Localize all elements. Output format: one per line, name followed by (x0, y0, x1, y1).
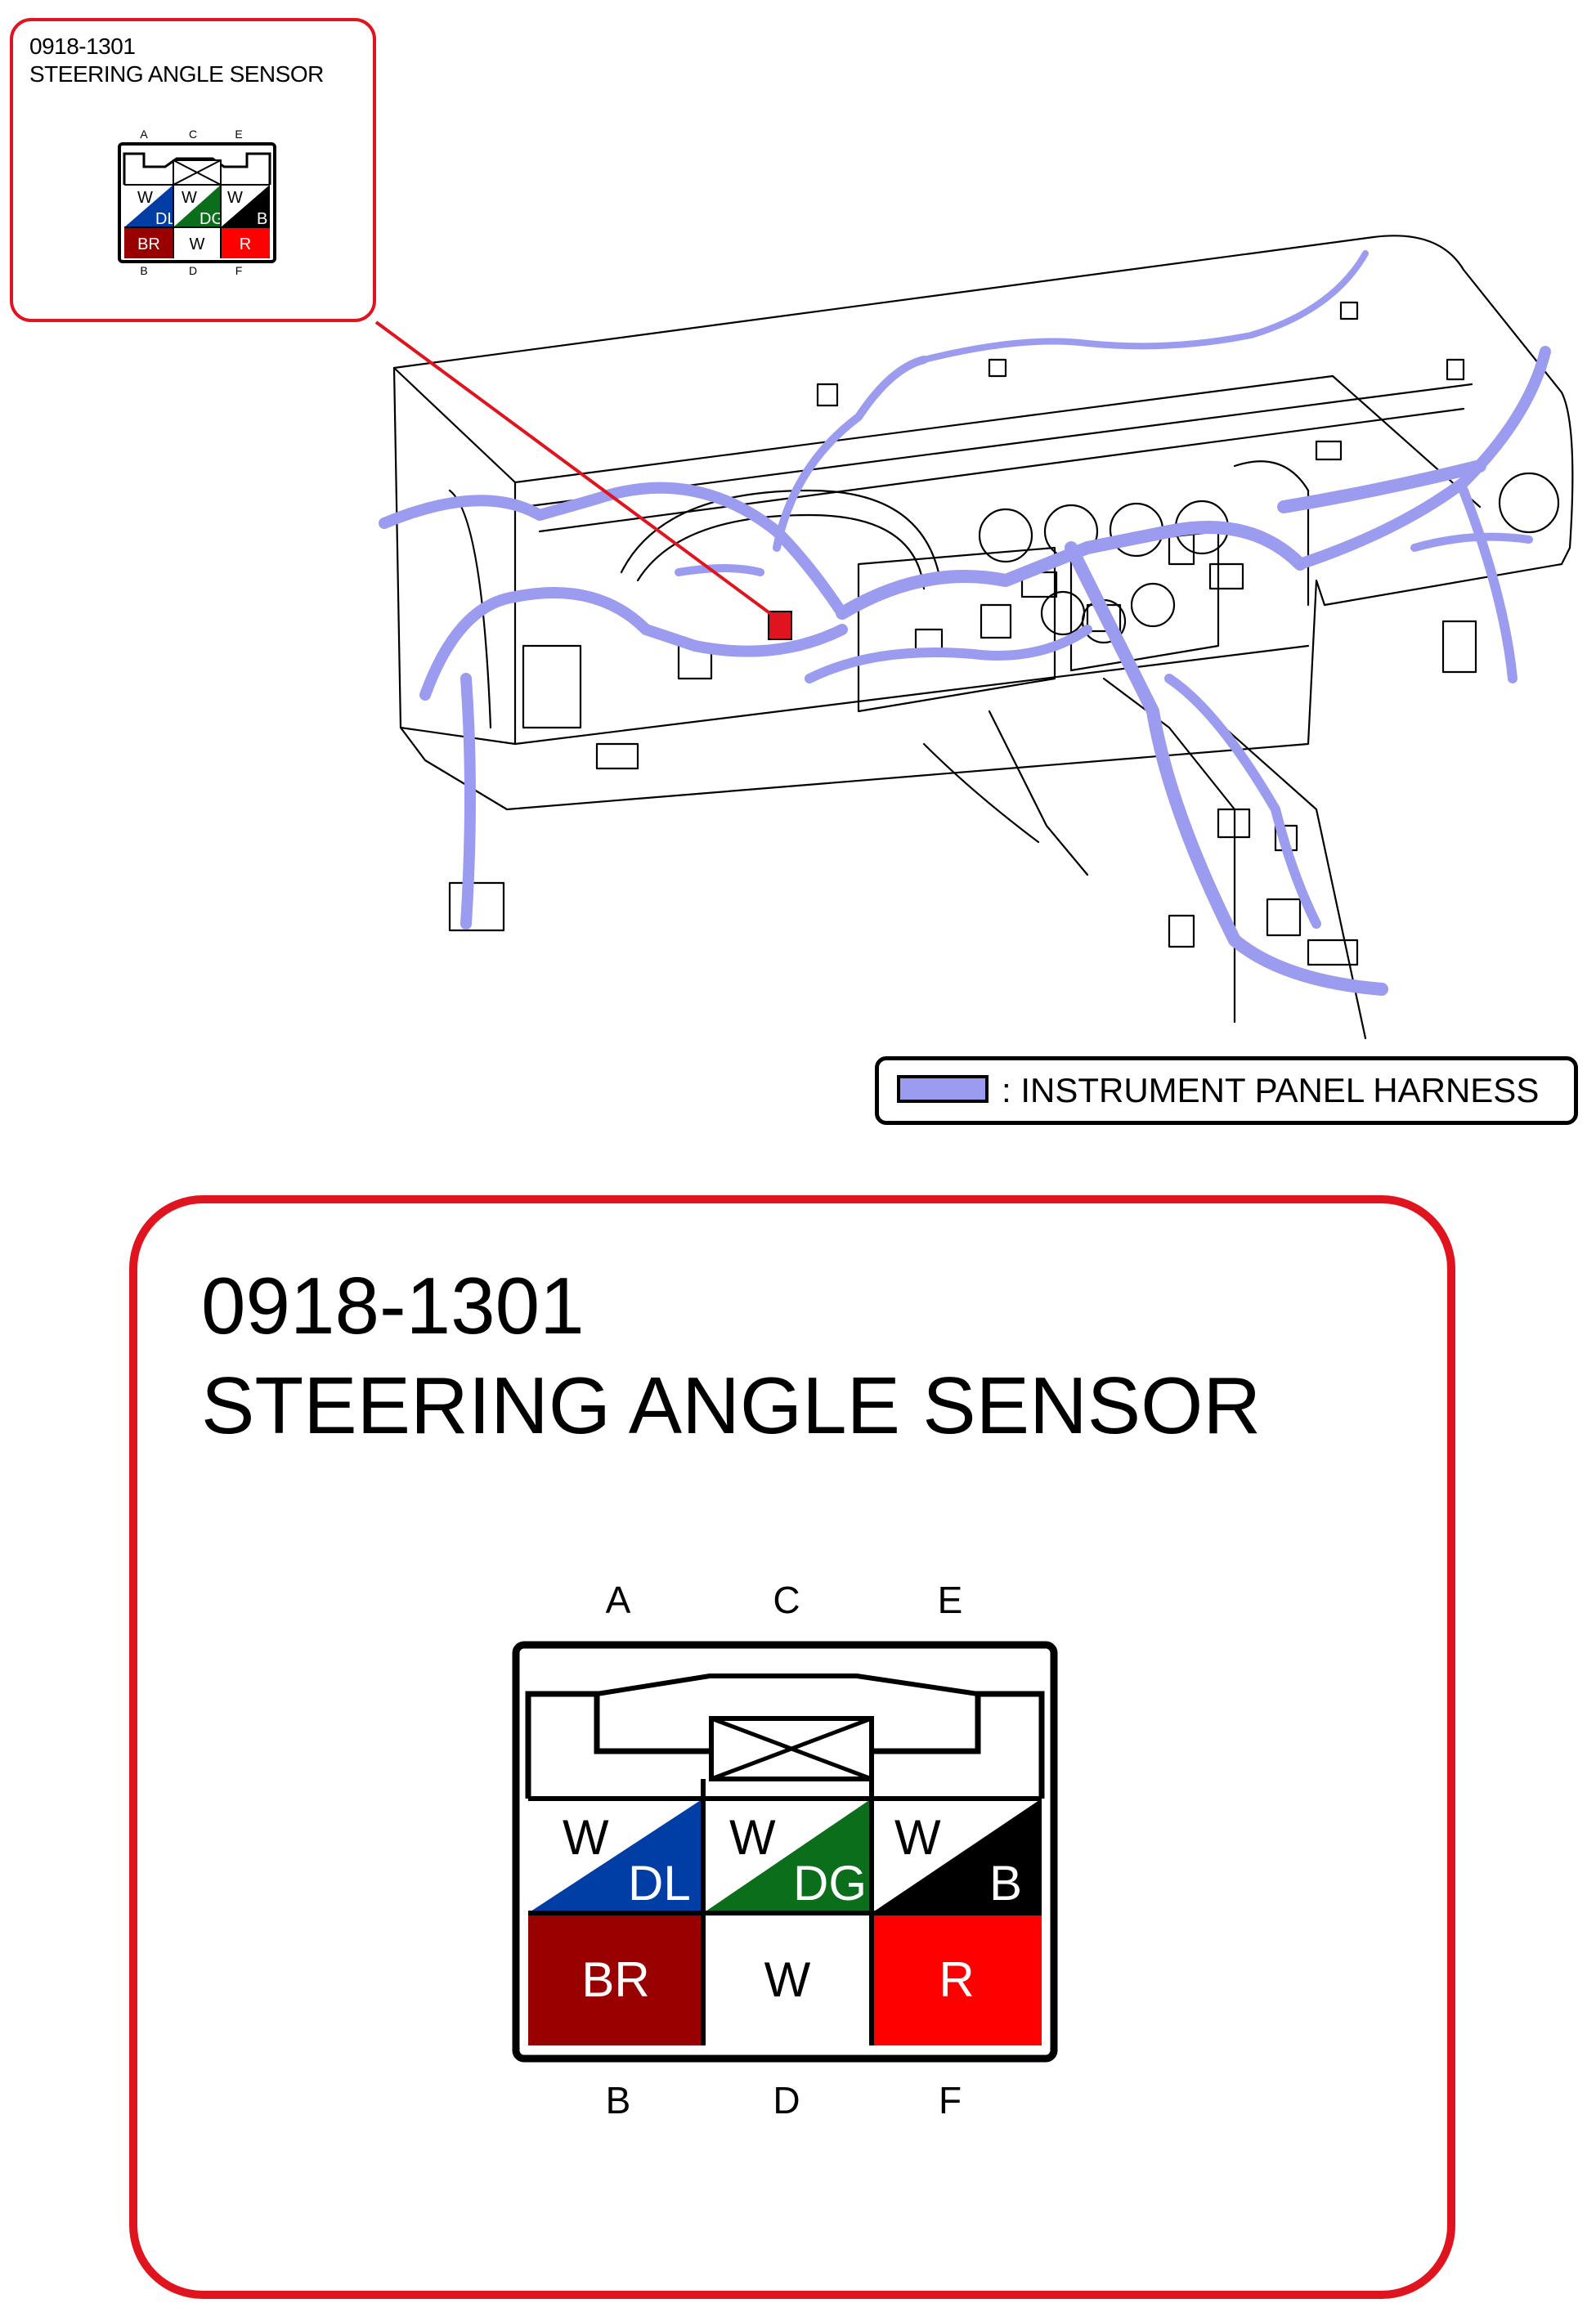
cell-A-primary: W (563, 1810, 609, 1865)
cell-E-primary: W (894, 1810, 941, 1865)
cell-E-secondary-fill (872, 1799, 1042, 1913)
pin-B-label: B (605, 2079, 631, 2122)
small-connector-callout: 0918-1301 STEERING ANGLE SENSOR A C E B … (10, 18, 376, 322)
small-pin-B: B (140, 264, 147, 277)
instrument-panel-harness (379, 250, 1551, 996)
small-cell-A-secondary: DL (155, 210, 177, 228)
large-connector-callout: 0918-1301 STEERING ANGLE SENSOR A C E B … (129, 1195, 1455, 2299)
cell-B-fill (528, 1913, 703, 2045)
harness-legend: : INSTRUMENT PANEL HARNESS (875, 1056, 1578, 1125)
small-cell-C-primary: W (182, 189, 197, 207)
cell-C-primary: W (729, 1810, 776, 1865)
small-cell-D-label: W (190, 235, 205, 253)
small-pin-F: F (235, 264, 243, 277)
pin-F-label: F (938, 2079, 962, 2122)
large-callout-code: 0918-1301 (201, 1261, 585, 1351)
pin-A-label: A (605, 1579, 631, 1621)
cell-D-fill (703, 1913, 872, 2045)
small-cell-C-secondary: DG (200, 210, 224, 228)
cell-F-fill (872, 1913, 1042, 2045)
cell-D-label: W (764, 1952, 811, 2007)
cell-B-label: BR (581, 1952, 649, 2007)
steering-angle-sensor-connector-highlight (768, 611, 792, 640)
dashboard-harness-illustration (379, 235, 1574, 1040)
legend-label: : INSTRUMENT PANEL HARNESS (1002, 1071, 1540, 1109)
cell-A-secondary: DL (628, 1856, 691, 1911)
small-cell-F-label: R (240, 235, 251, 253)
large-callout-name: STEERING ANGLE SENSOR (201, 1360, 1262, 1450)
small-cell-E-primary: W (227, 189, 243, 207)
cell-C-secondary-fill (703, 1799, 872, 1913)
small-callout-code: 0918-1301 (29, 34, 136, 59)
cell-E-secondary: B (989, 1856, 1022, 1911)
pin-C-label: C (773, 1579, 800, 1621)
small-callout-name: STEERING ANGLE SENSOR (29, 61, 324, 87)
pin-D-label: D (773, 2079, 800, 2122)
small-pin-E: E (235, 128, 242, 141)
large-connector-face: W DL W DG W B BR W R (512, 1641, 1058, 2063)
cell-F-label: R (939, 1952, 974, 2007)
small-connector-face: A C E B D F W DL W DG W B BR W (118, 128, 276, 277)
small-cell-E-secondary: B (257, 210, 267, 228)
small-cell-A-primary: W (137, 189, 153, 207)
dashboard-outline (392, 235, 1574, 1040)
legend-swatch (897, 1075, 989, 1103)
cell-A-secondary-fill (528, 1799, 703, 1913)
cell-C-secondary: DG (793, 1856, 867, 1911)
small-cell-B-label: BR (137, 235, 160, 253)
small-pin-D: D (189, 264, 197, 277)
small-pin-A: A (140, 128, 148, 141)
pin-E-label: E (937, 1579, 963, 1621)
small-pin-C: C (189, 128, 197, 141)
